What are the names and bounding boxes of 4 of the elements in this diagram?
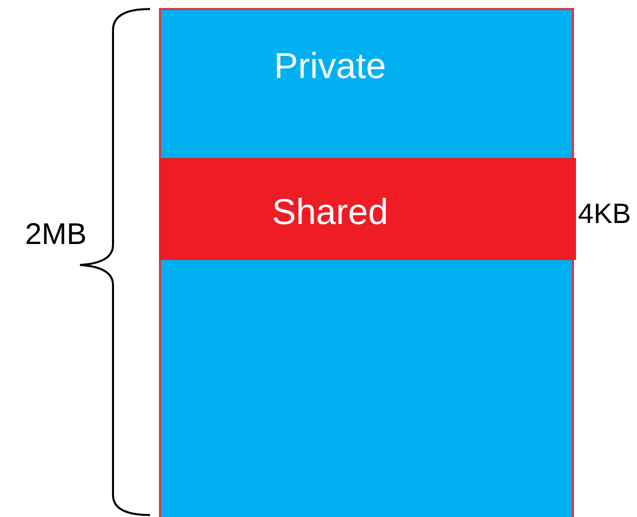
region-label: Private: [274, 45, 386, 87]
size-label: 4KB: [578, 198, 631, 230]
region-label: Shared: [272, 191, 388, 233]
dimension-label: 2MB: [25, 218, 87, 252]
